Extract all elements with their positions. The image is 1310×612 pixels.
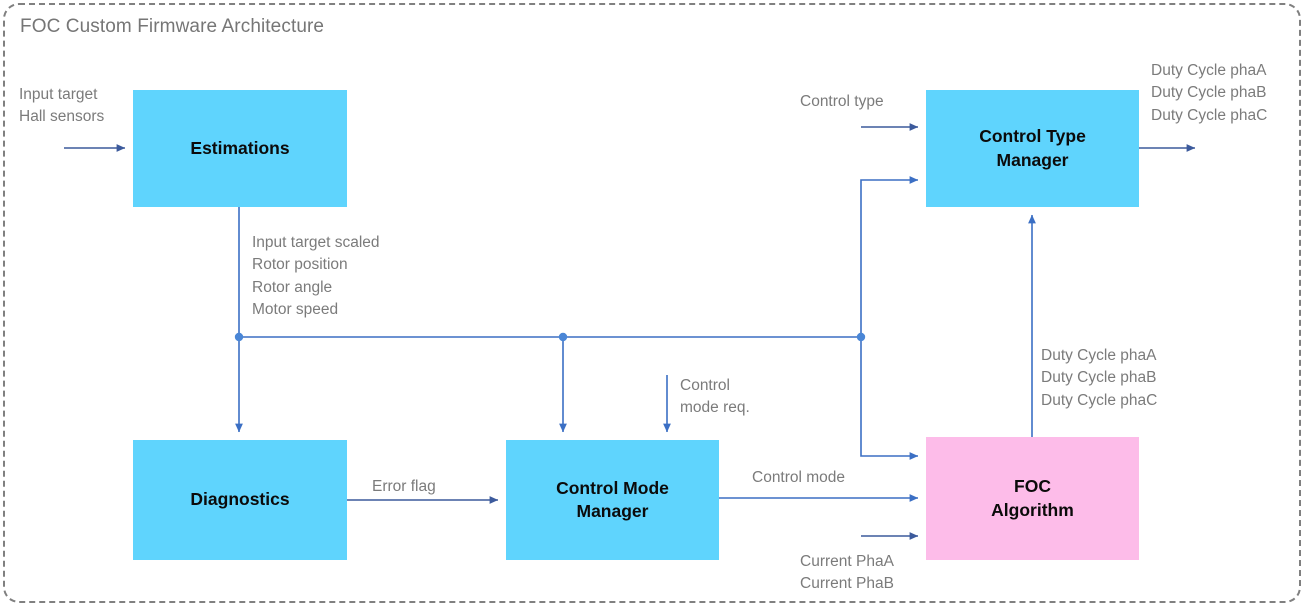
- label-error-flag: Error flag: [372, 478, 436, 495]
- diagram-title: FOC Custom Firmware Architecture: [20, 16, 325, 37]
- node-diagnostics[interactable]: Diagnostics: [133, 440, 347, 560]
- label-control-type: Control type: [800, 93, 884, 110]
- diagram-frame: [3, 3, 1301, 603]
- label-control-mode: Control mode: [752, 469, 846, 486]
- node-diagnostics-label: Diagnostics: [190, 489, 290, 510]
- node-estimations-label: Estimations: [190, 137, 290, 158]
- node-estimations[interactable]: Estimations: [133, 90, 347, 207]
